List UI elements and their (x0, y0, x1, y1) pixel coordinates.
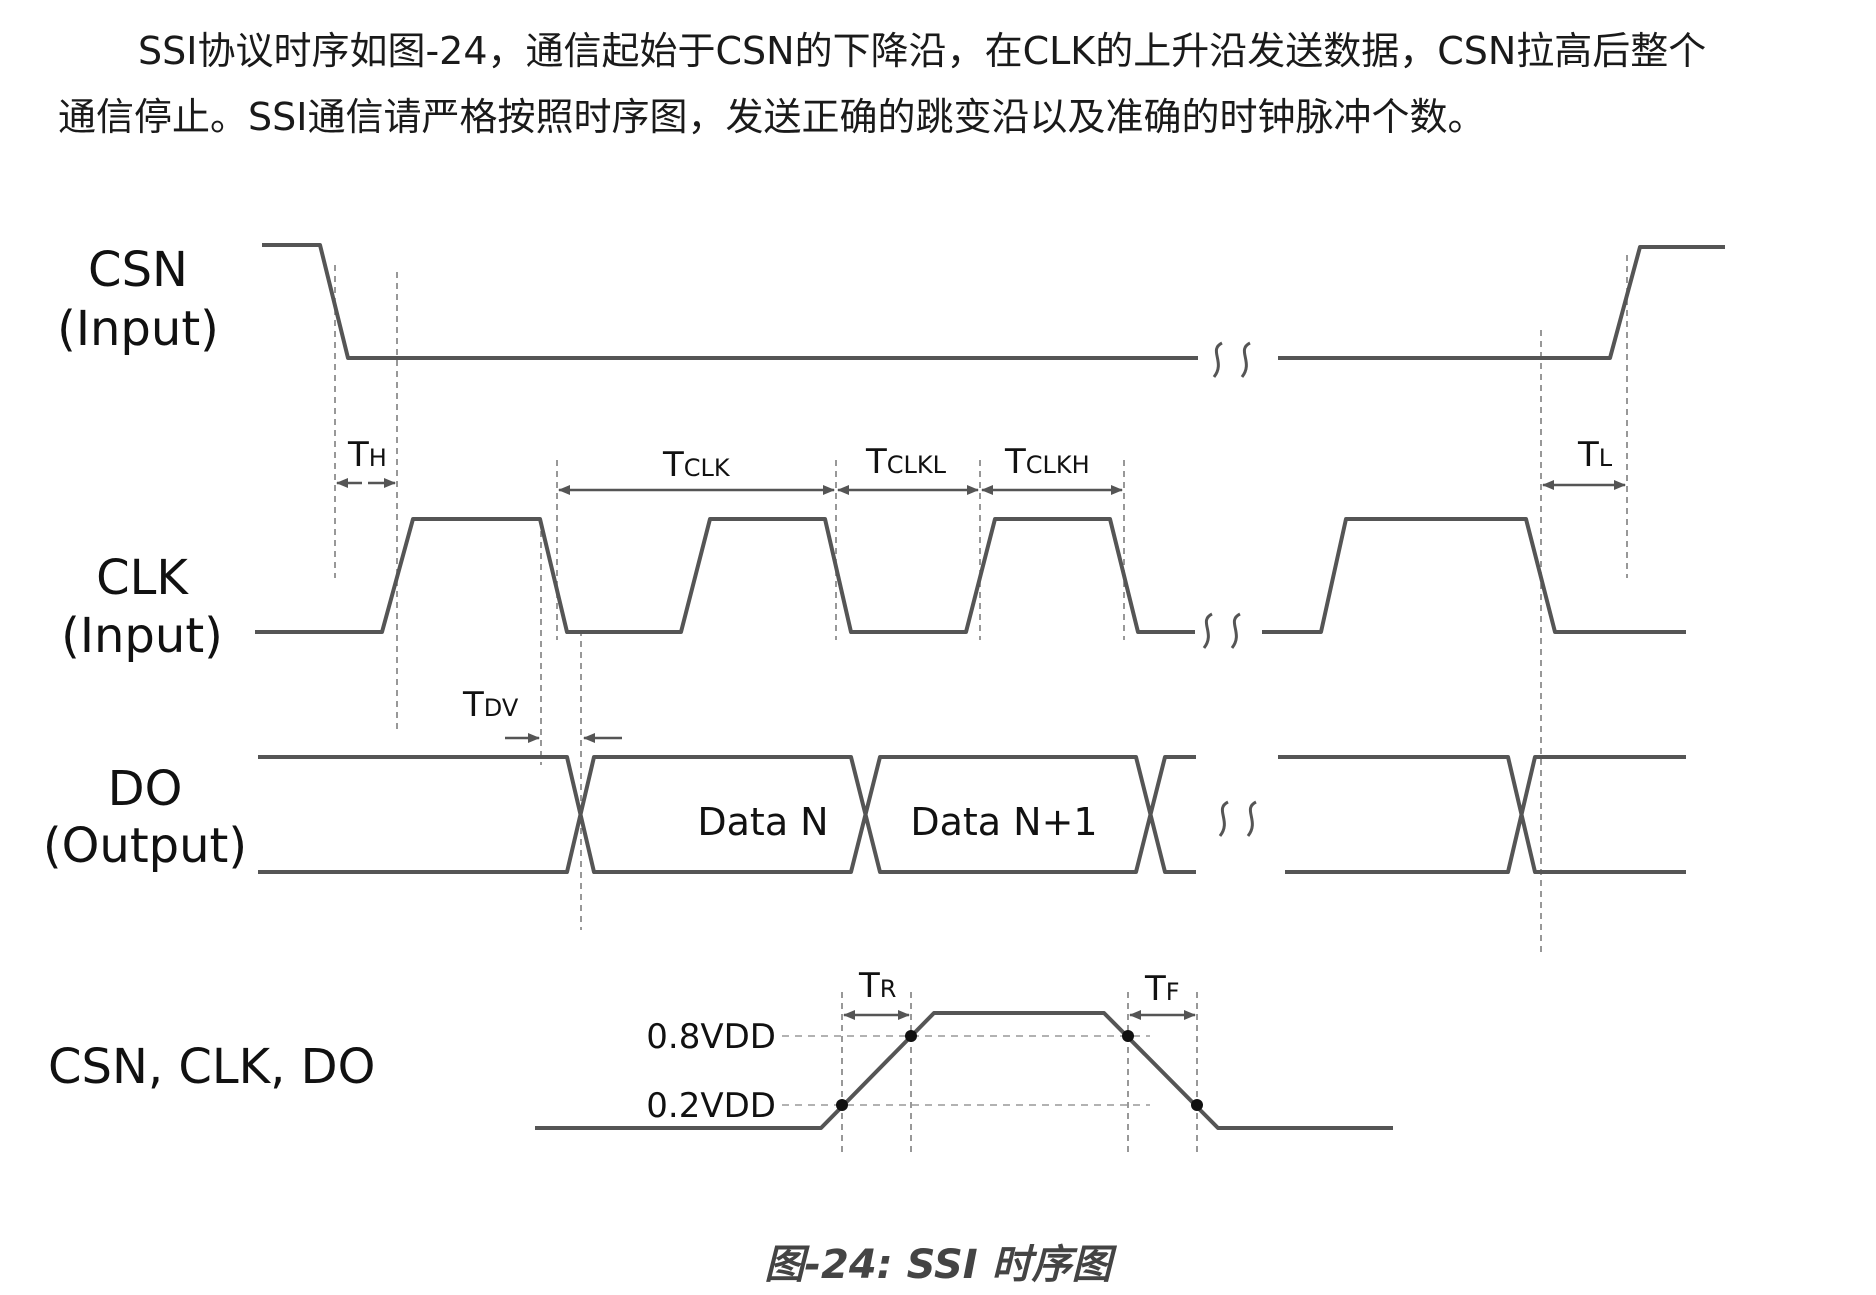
low-threshold-rise-point (836, 1099, 848, 1111)
tdv-label: TDV (462, 685, 519, 725)
tclkl-label: TCLKL (865, 442, 947, 482)
csn-label: CSN (88, 242, 188, 298)
csn-waveform (262, 243, 1725, 378)
description-line-1: SSI协议时序如图-24，通信起始于CSN的下降沿，在CLK的上升沿发送数据，C… (138, 29, 1707, 73)
description-line-2: 通信停止。SSI通信请严格按照时序图，发送正确的跳变沿以及准确的时钟脉冲个数。 (58, 95, 1486, 139)
do-label: DO (108, 761, 183, 817)
high-threshold-label: 0.8VDD (646, 1017, 776, 1057)
csn-direction: (Input) (57, 301, 219, 357)
tclkh-label: TCLKH (1004, 442, 1090, 482)
guide-lines (334, 255, 1628, 1153)
high-threshold-rise-point (905, 1030, 917, 1042)
clk-label: CLK (96, 550, 189, 606)
low-threshold-fall-point (1191, 1099, 1203, 1111)
clk-waveform (255, 517, 1686, 649)
tf-label: TF (1144, 969, 1180, 1009)
tr-label: TR (858, 966, 896, 1006)
figure-caption: 图-24: SSI 时序图 (764, 1242, 1112, 1288)
timing-arrows (336, 478, 1626, 1020)
data-n-label: Data N (697, 800, 828, 844)
clk-direction: (Input) (61, 608, 223, 664)
combined-signal-label: CSN, CLK, DO (48, 1039, 375, 1095)
high-threshold-fall-point (1122, 1030, 1134, 1042)
data-n1-label: Data N+1 (910, 800, 1097, 844)
do-direction: (Output) (43, 818, 247, 874)
tclk-label: TCLK (662, 445, 731, 485)
low-threshold-label: 0.2VDD (646, 1086, 776, 1126)
th-label: TH (347, 435, 387, 475)
tl-label: TL (1577, 435, 1613, 475)
description-paragraph: SSI协议时序如图-24，通信起始于CSN的下降沿，在CLK的上升沿发送数据，C… (58, 18, 1818, 150)
threshold-waveform (535, 1011, 1393, 1130)
do-waveform (258, 755, 1686, 874)
